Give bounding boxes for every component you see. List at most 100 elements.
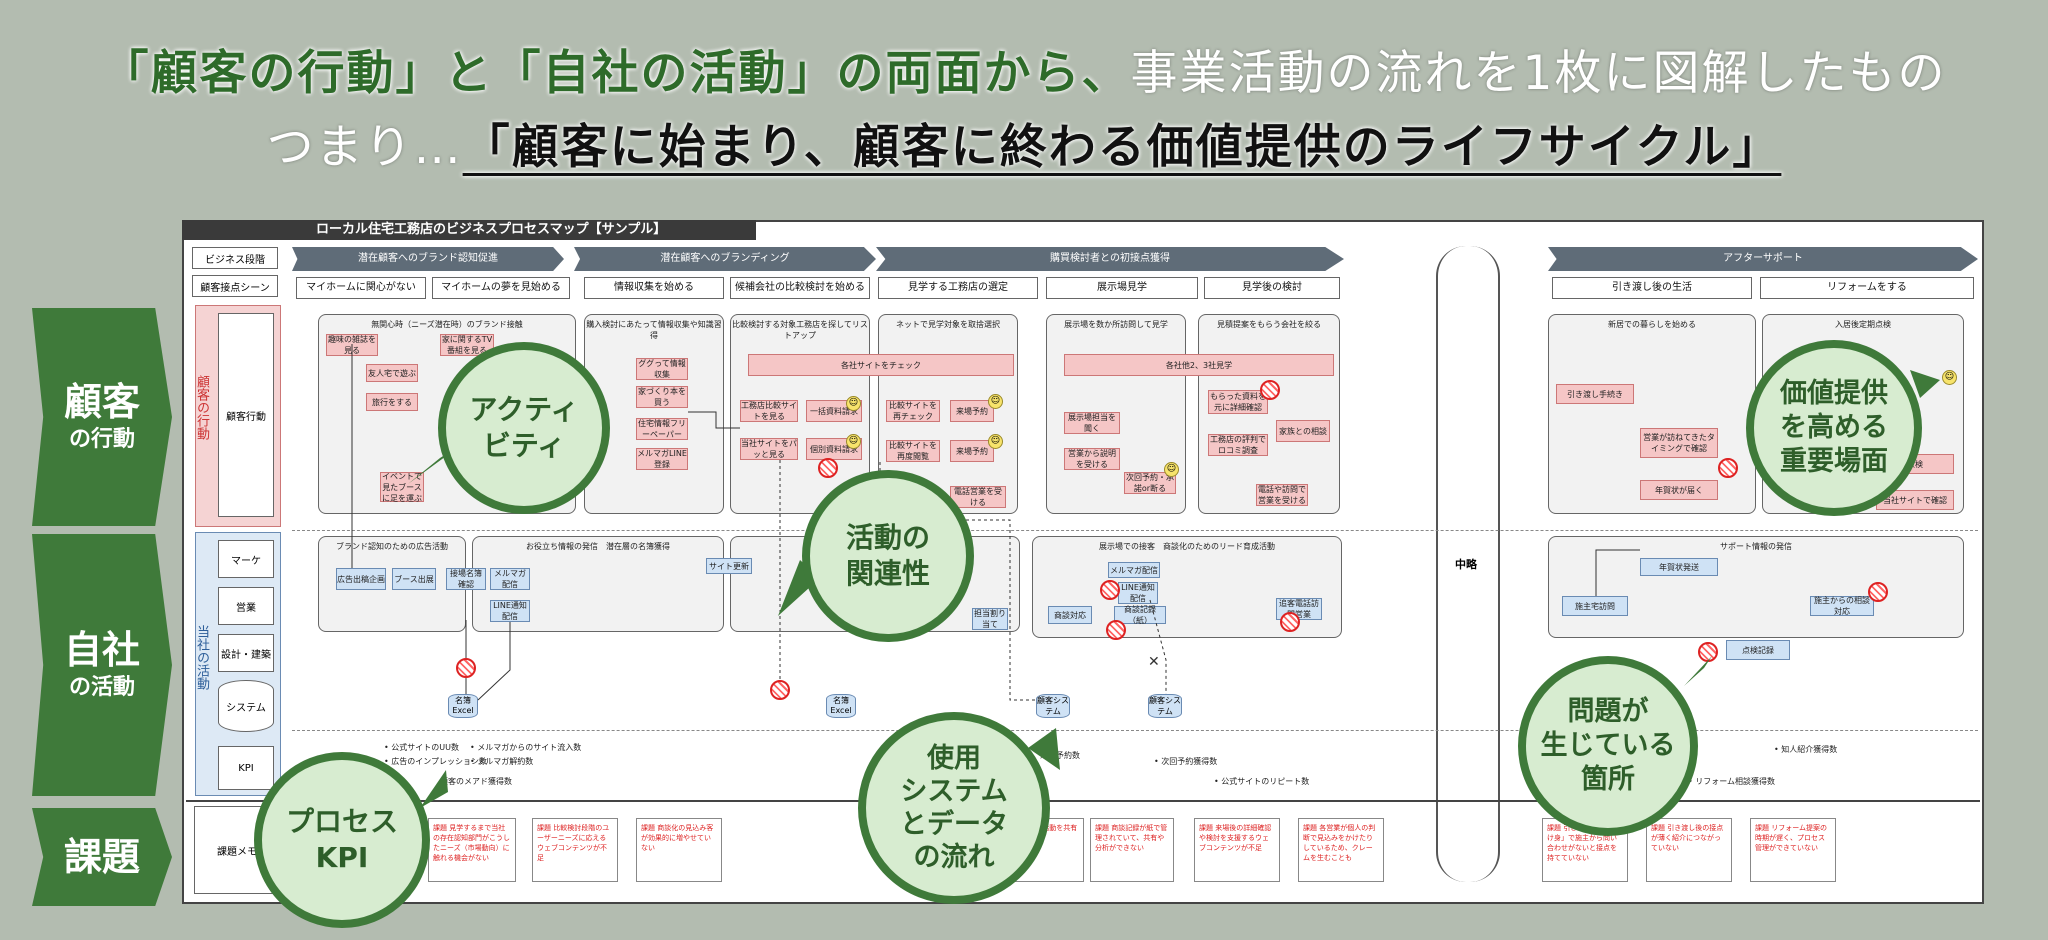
customer-action: 住宅情報フリーペーパー (636, 418, 688, 440)
touchpoint: 展示場見学 (1046, 277, 1198, 299)
customer-action: 家に関するTV番組を見る (440, 334, 494, 356)
row-label-customer-action: 顧客行動 (218, 313, 274, 517)
customer-action: 来場予約 (950, 400, 994, 422)
side-tab-subtitle: の行動 (68, 427, 135, 452)
bubble-tail-icon (1684, 656, 1712, 686)
issue-memo: 課題 商談化の見込み客が効果的に増やせていない (636, 818, 722, 882)
headline-lifecycle: 「顧客に始まり、顧客に終わる価値提供のライフサイクル」 (462, 120, 1782, 175)
row-label-design: 設計・建築 (218, 634, 274, 672)
bubble-process-kpi: プロセス KPI (254, 752, 430, 928)
smiley-icon: ☺ (988, 394, 1003, 409)
stage-chevron: 潜在顧客へのブランディング (574, 247, 876, 271)
omitted-label: 中略 (1455, 558, 1477, 571)
row-label-touchpoint: 顧客接点シーン (192, 275, 278, 297)
issue-memo: 課題 来場後の詳細確認や検討を支援するウェブコンテンツが不足 (1194, 818, 1280, 882)
bubble-tail-icon (420, 770, 448, 808)
issue-memo: 課題 商談記録が紙で管理されていて、共有や分析ができない (1090, 818, 1174, 882)
problem-mark-icon (1106, 620, 1126, 640)
bubble-value: 価値提供 を高める 重要場面 (1746, 340, 1922, 516)
bubble-activity: アクティ ビティ (438, 342, 610, 514)
customer-action: もらった資料を元に詳細確認 (1208, 390, 1268, 414)
company-activity: 点検記録 (1726, 640, 1790, 660)
problem-mark-icon (1280, 612, 1300, 632)
problem-mark-icon (456, 658, 476, 678)
panel-title: 購入検討にあたって情報収集や知識習得 (586, 320, 722, 340)
customer-action: 各社他2、3社見学 (1064, 354, 1334, 376)
problem-mark-icon (1868, 582, 1888, 602)
panel-title: 無関心時（ニーズ潜在時）のブランド接触 (371, 320, 523, 329)
company-activity: 施主からの相談対応 (1810, 596, 1874, 616)
company-activity: ブース出展 (392, 568, 436, 590)
company-activity: 施主宅訪問 (1562, 596, 1628, 616)
smiley-icon: ☺ (988, 434, 1003, 449)
company-activity: サイト更新 (706, 558, 752, 574)
side-tab-title: 顧客 (63, 380, 140, 424)
customer-action: イベントで見たブースに足を運ぶ (380, 471, 424, 503)
row-label-sales: 営業 (218, 587, 274, 625)
panel-title: お役立ち情報の発信 潜在層の名簿獲得 (526, 542, 670, 551)
customer-action: 引き渡し手続き (1556, 384, 1634, 404)
row-divider (292, 730, 1978, 731)
touchpoint: リフォームをする (1760, 277, 1974, 299)
kpi-item: • 公式サイトのリピート数 (1214, 777, 1310, 786)
customer-action: 年賀状が届く (1640, 480, 1718, 500)
problem-mark-icon (770, 680, 790, 700)
kpi-item: • メルマガからのサイト流入数 (470, 743, 582, 752)
customer-action: 工務店比較サイトを見る (740, 400, 798, 422)
company-activity: 広告出稿企画 (336, 568, 386, 590)
stage-chevron: 潜在顧客へのブランド認知促進 (292, 247, 564, 271)
customer-action: メルマガLINE登録 (636, 448, 688, 470)
kpi-text: 来場予約数 (1040, 751, 1080, 760)
kpi-text: 公式サイトのUU数 (391, 743, 459, 752)
kpi-item: • 公式サイトのUU数 (384, 743, 459, 752)
problem-mark-icon (1718, 458, 1738, 478)
kpi-item: • 知人紹介獲得数 (1774, 745, 1838, 754)
issues-divider (186, 800, 1980, 802)
touchpoint: 候補会社の比較検討を始める (730, 277, 870, 299)
kpi-item: • 広告のインプレッション数 (384, 757, 488, 766)
bubble-tail-icon (1910, 370, 1940, 398)
row-label-stage: ビジネス段階 (192, 247, 278, 269)
panel-title: 比較検討する対象工務店を探してリストアップ (732, 320, 868, 340)
smiley-icon: ☺ (846, 396, 861, 411)
kpi-text: 次回予約獲得数 (1161, 757, 1218, 766)
customer-action: 各社サイトをチェック (748, 354, 1014, 376)
problem-mark-icon (1260, 380, 1280, 400)
company-activity: メルマガ配信 (1108, 562, 1160, 578)
bubble-relation: 活動の 関連性 (802, 470, 974, 642)
customer-action: 当社サイトで確認 (1876, 490, 1954, 510)
bubble-system-flow: 使用 システム とデータ の流れ (858, 712, 1050, 904)
customer-action: 工務店の評判でロコミ調査 (1208, 434, 1268, 456)
system-database: 顧客システム (1036, 694, 1070, 718)
company-activity: LINE通知配信 (490, 600, 530, 622)
row-label-customer-vertical: 顧客の行動 (194, 375, 209, 440)
issue-memo: 課題 リフォーム提案の時期が遅く、プロセス管理ができていない (1750, 818, 1836, 882)
customer-panel: 見積提案をもらう会社を絞る (1198, 314, 1340, 514)
side-tab-customer: 顧客 の行動 (32, 308, 172, 526)
row-label-company-vertical: 当社の活動 (194, 625, 209, 690)
bubble-problem: 問題が 生じている 箇所 (1518, 656, 1698, 836)
kpi-text: 公式サイトのリピート数 (1221, 777, 1310, 786)
company-activity: 年賀状発送 (1640, 558, 1718, 576)
kpi-text: 顧客のメアド獲得数 (440, 777, 512, 786)
customer-action: 展示場担当を聞く (1064, 412, 1120, 434)
system-database: 名簿Excel (826, 694, 856, 718)
issue-memo: 課題 比較検討段階のユーザーニーズに応えるウェブコンテンツが不足 (532, 818, 618, 882)
kpi-item: • 次回予約獲得数 (1154, 757, 1218, 766)
connector (1595, 549, 1640, 596)
issue-memo: 課題 引き渡し後の接点が薄く紹介につながっていない (1646, 818, 1732, 882)
side-tab-title: 課題 (63, 835, 140, 879)
system-database: 顧客システム (1148, 694, 1182, 718)
headline-text: 事業活動の流れを1枚に図解したもの (1130, 46, 1947, 101)
touchpoint: 引き渡し後の生活 (1552, 277, 1752, 299)
panel-title: 見積提案をもらう会社を絞る (1217, 320, 1321, 329)
company-activity: 商談記録（紙） (1114, 605, 1166, 625)
touchpoint: マイホームに関心がない (296, 277, 426, 299)
customer-action: 当社サイトをパッと見る (740, 438, 798, 460)
customer-action: 営業が訪ねてきたタイミングで確認 (1640, 428, 1718, 458)
customer-action: 来場予約 (950, 440, 994, 462)
kpi-item: 顧客のメアド獲得数 (440, 776, 512, 787)
connector (477, 622, 511, 701)
kpi-text: メルマガからのサイト流入数 (477, 743, 582, 752)
row-label-marketing: マーケ (218, 540, 274, 578)
